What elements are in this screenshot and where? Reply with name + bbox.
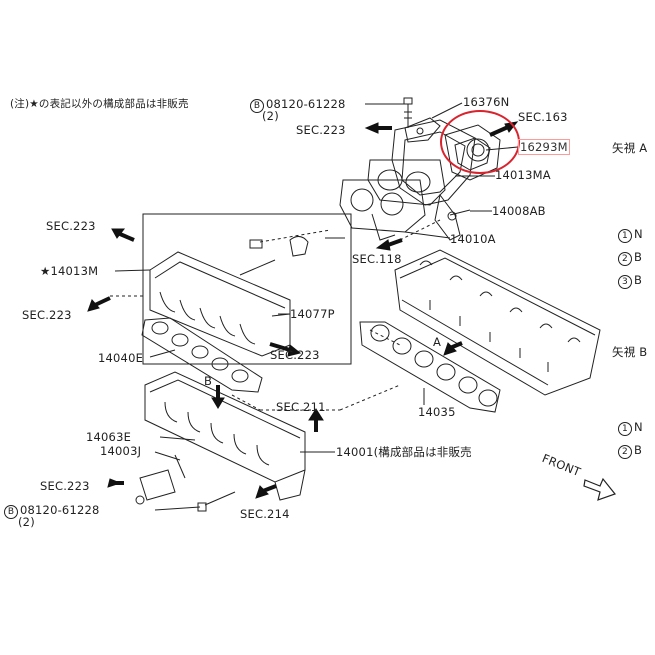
view-letter-b: B: [204, 374, 213, 388]
part-14077p[interactable]: 14077P: [290, 307, 335, 321]
part-14013ma[interactable]: 14013MA: [495, 168, 551, 182]
bolt-top-part: 08120-61228: [266, 97, 346, 111]
sec-223-left2[interactable]: SEC.223: [22, 308, 72, 322]
bolt-code-icon: B: [250, 99, 264, 113]
sec-211[interactable]: SEC.211: [276, 400, 326, 414]
sec-223-left[interactable]: SEC.223: [46, 219, 96, 233]
gasket-14040e-drawing: [141, 317, 263, 393]
highlight-circle: [440, 110, 520, 174]
part-16376n[interactable]: 16376N: [463, 95, 510, 109]
leader-lines: [114, 102, 519, 511]
sec-118[interactable]: SEC.118: [352, 252, 402, 266]
sec-223-top[interactable]: SEC.223: [296, 123, 346, 137]
view-a-title: 矢視 A: [612, 141, 648, 155]
part-14008ab[interactable]: 14008AB: [492, 204, 546, 218]
collector-14013m-drawing: [149, 236, 345, 357]
intake-manifold-14001-drawing: [144, 371, 306, 501]
part-14035[interactable]: 14035: [418, 405, 456, 419]
gasket-14013ma-drawing: [367, 159, 446, 206]
sec-223-mid[interactable]: SEC.223: [270, 348, 320, 362]
bolt-14008ab-drawing: [447, 209, 471, 221]
sec-223-bottom[interactable]: SEC.223: [40, 479, 90, 493]
note-text: (注)★の表記以外の構成部品は非販売: [10, 98, 189, 110]
cylinder-head-drawing: [394, 249, 601, 396]
part-16293m[interactable]: 16293M: [518, 139, 570, 155]
part-14010a[interactable]: 14010A: [450, 232, 496, 246]
part-14063e[interactable]: 14063E: [86, 430, 132, 444]
part-14001[interactable]: 14001(構成部品は非販売: [336, 445, 472, 459]
front-arrow-icon: [583, 477, 616, 501]
view-b-title: 矢視 B: [612, 345, 648, 359]
bracket-16376n-drawing: [404, 117, 441, 143]
pointer-arrows: [87, 121, 519, 499]
bolt-bottom-part: 08120-61228: [20, 503, 100, 517]
bolt-bottom-drawing: [197, 491, 236, 512]
collector-frame: [142, 213, 352, 365]
bolt-code-icon: B: [4, 505, 18, 519]
bolt-top-drawing: [403, 97, 413, 128]
part-14040e[interactable]: 14040E: [98, 351, 144, 365]
part-14013m[interactable]: ★14013M: [40, 264, 99, 278]
sensor-14003j-drawing: [135, 454, 186, 505]
bolt-bottom-qty: (2): [18, 515, 35, 529]
dashed-leaders: [110, 219, 441, 411]
gasket-14035-drawing: [359, 321, 501, 413]
part-14003j[interactable]: 14003J: [100, 444, 142, 458]
arrow-sec223-top: [364, 122, 379, 134]
sec-214[interactable]: SEC.214: [240, 507, 290, 521]
bolt-top-qty: (2): [262, 109, 279, 123]
sec-163[interactable]: SEC.163: [518, 110, 568, 124]
view-letter-a: A: [433, 335, 442, 349]
